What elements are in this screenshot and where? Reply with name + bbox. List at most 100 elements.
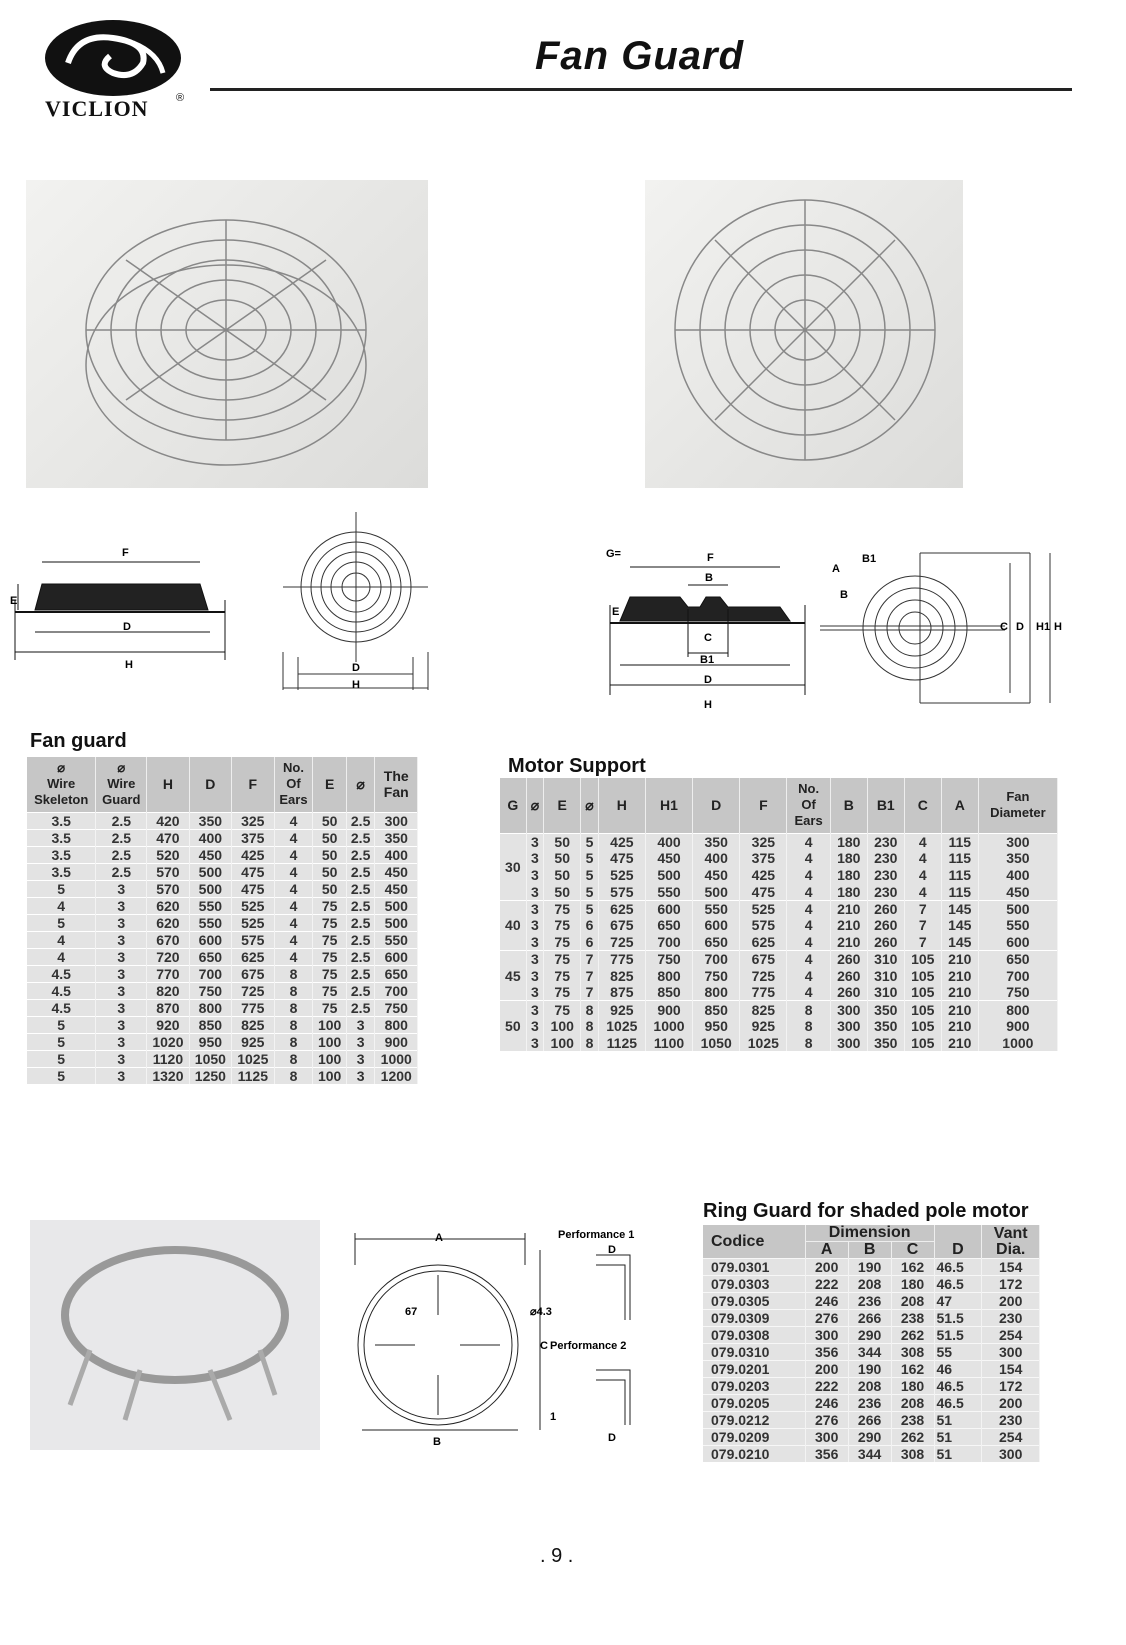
dimension-label: C [1000,621,1008,633]
table-cell: 4 [274,845,314,863]
table-cell: 210 [941,984,979,1001]
table-cell: 200 [805,1360,849,1378]
table-cell: 51 [934,1411,983,1429]
table-cell: 154 [981,1360,1040,1378]
table-cell: 4 [786,916,831,934]
table-cell: 172 [981,1275,1040,1293]
table-cell: 870 [146,998,190,1016]
table-cell: 190 [848,1360,892,1378]
table-cell: 300 [981,1343,1040,1361]
dimension-label: D [123,621,131,633]
table-cell: 222 [805,1377,849,1395]
table-cell: 500 [189,862,233,880]
table-cell: 600 [692,916,741,934]
table-cell: 262 [891,1326,935,1344]
table-cell: 600 [645,899,694,917]
table-cell: 1120 [146,1049,190,1067]
table-cell: 350 [867,1017,905,1035]
table-cell: 4 [786,883,831,901]
table-cell: 210 [941,1000,979,1018]
dimension-label: D [608,1432,616,1444]
dimension-label: H [704,699,712,710]
column-header: C [904,778,942,833]
table-cell: 8 [274,1032,314,1050]
table-cell: 75 [312,981,347,999]
table-cell: 650 [374,964,418,982]
table-cell: 825 [739,1000,788,1018]
dimension-label: Performance 2 [550,1340,626,1352]
table-cell: 525 [231,896,275,914]
fan-guard-title: Fan guard [30,730,127,752]
table-cell: 925 [598,1000,646,1018]
table-cell: 4.5 [27,964,97,982]
dimension-label: D [608,1244,616,1256]
table-cell: 2.5 [346,964,376,982]
table-cell: 1125 [231,1066,275,1084]
column-header: ⌀ [580,778,599,833]
table-cell: 1025 [739,1034,788,1052]
table-cell: 4 [786,899,831,917]
table-cell: 180 [830,849,868,867]
table-cell: 450 [978,883,1059,901]
table-cell: 525 [231,913,275,931]
table-cell: 210 [941,1017,979,1035]
table-cell: 570 [146,862,190,880]
table-cell: 820 [146,981,190,999]
fan-guard-photo-round [26,180,428,488]
table-cell: 308 [891,1445,935,1463]
table-cell: 46.5 [934,1258,983,1276]
table-cell: 208 [891,1394,935,1412]
table-cell: 50 [312,879,347,897]
table-cell: 3 [346,1015,376,1033]
table-cell: 8 [274,1049,314,1067]
column-header: E [312,757,347,812]
table-cell: 50 [543,866,582,884]
table-cell: 46.5 [934,1394,983,1412]
group-g-cell: 45 [500,950,527,1001]
table-cell: 2.5 [95,862,148,880]
table-cell: 200 [805,1258,849,1276]
table-cell: 246 [805,1292,849,1310]
table-cell: 50 [312,845,347,863]
table-cell: 620 [146,913,190,931]
table-cell: 51 [934,1445,983,1463]
table-cell: 105 [904,1017,942,1035]
table-cell: 210 [830,916,868,934]
table-cell: 450 [692,866,741,884]
dimension-label: H1 [1036,621,1050,633]
table-cell: 75 [312,896,347,914]
table-cell: 400 [692,849,741,867]
table-cell: 50 [312,862,347,880]
table-cell: 350 [867,1034,905,1052]
table-cell: 5 [580,832,599,850]
group-g-cell: 40 [500,899,527,951]
table-cell: 700 [374,981,418,999]
column-header: F [231,757,275,812]
table-cell: 8 [786,1017,831,1035]
table-cell: 525 [598,866,646,884]
table-cell: 46.5 [934,1275,983,1293]
dimension-label: A [435,1232,443,1244]
table-cell: 50 [312,811,347,829]
col-b: B [848,1241,892,1259]
col-c: C [891,1241,935,1259]
dimension-label: B [840,589,848,601]
dimension-label: H [352,679,360,691]
table-cell: 50 [543,832,582,850]
table-cell: 5 [27,879,97,897]
column-header: No. Of Ears [786,778,831,833]
table-cell: 260 [830,967,868,985]
table-cell: 4 [786,950,831,968]
table-cell: 725 [598,933,646,951]
table-cell: 290 [848,1428,892,1446]
